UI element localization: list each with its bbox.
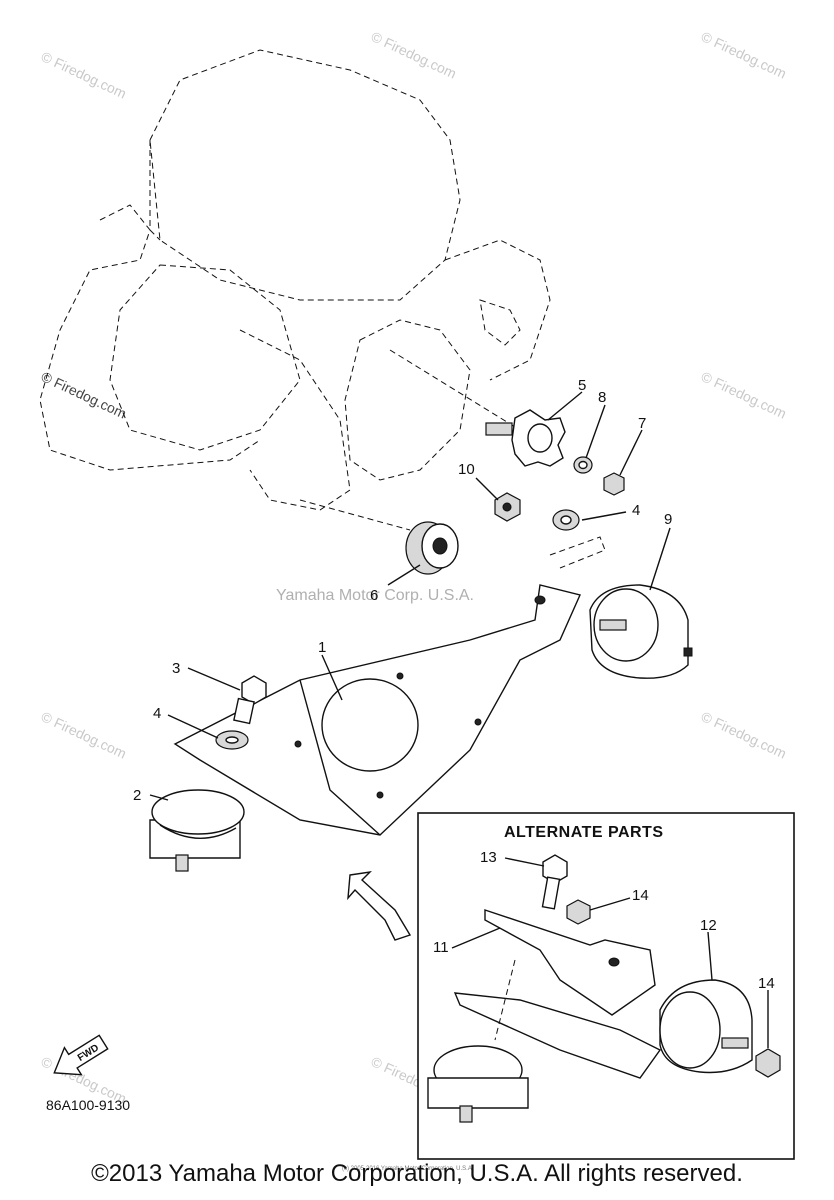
watermark-firedog: © Firedog.com [699, 28, 789, 81]
part-2-rubber-mount [149, 789, 245, 872]
alt-part-11-bracket [484, 909, 656, 1016]
watermark-firedog: © Firedog.com [39, 48, 129, 101]
part-8-washer-hole [578, 460, 588, 470]
callout-14-upper: 14 [632, 887, 649, 904]
watermark-yamaha: Yamaha Motor Corp. U.S.A. [276, 587, 474, 604]
callout-13: 13 [480, 849, 497, 866]
alt-part-12-stud [721, 1037, 749, 1049]
watermark-firedog: © Firedog.com [699, 368, 789, 421]
callout-5: 5 [578, 377, 586, 394]
fwd-arrow-shape [53, 1034, 109, 1076]
part-9-rubber-mount [589, 584, 693, 679]
alt-part-14-nut-upper [566, 899, 591, 925]
part-10-nut-hole [502, 502, 512, 512]
watermark-firedog: © Firedog.com [699, 708, 789, 761]
callout-14-lower: 14 [758, 975, 775, 992]
leader-lines [149, 391, 671, 801]
part-7-nut [603, 472, 625, 496]
alt-part-12-mount-face [659, 991, 721, 1069]
callout-8: 8 [598, 389, 606, 406]
callout-labels: 1 2 3 4 4 5 6 7 8 9 10 [133, 377, 672, 804]
alt-part-14-nut-lower [755, 1048, 781, 1078]
callout-2: 2 [133, 787, 141, 804]
alt-rubber-mount-body [427, 1077, 529, 1109]
callout-7: 7 [638, 415, 646, 432]
watermark-firedog: © Firedog.com [39, 708, 129, 761]
alternate-parts-box: ALTERNATE PARTS 13 14 11 12 14 [417, 812, 795, 1160]
callout-4-left: 4 [153, 705, 161, 722]
callout-9: 9 [664, 511, 672, 528]
callout-1: 1 [318, 639, 326, 656]
callout-3: 3 [172, 660, 180, 677]
callout-6: 6 [370, 587, 378, 604]
alt-rubber-mount-stud [459, 1105, 473, 1123]
callout-4-right: 4 [632, 502, 640, 519]
callout-12: 12 [700, 917, 717, 934]
part-6-bushing [405, 521, 459, 575]
part-4-washer-right-hole [560, 515, 572, 525]
watermark-firedog: © Firedog.com [369, 28, 459, 81]
part-4-washer-left-hole [225, 736, 239, 744]
callout-11: 11 [433, 939, 449, 956]
alt-part-11-bracket-hole [608, 957, 620, 967]
alt-part-13-bolt-head [542, 854, 568, 884]
engine-outline [39, 49, 551, 531]
part-1-bracket-plate [173, 584, 581, 836]
alt-dash-line [494, 959, 516, 1041]
copyright-notice: ©2013 Yamaha Motor Corporation, U.S.A. A… [91, 1160, 743, 1187]
diagram-code: 86A100-9130 [46, 1097, 130, 1113]
part-3-bolt [233, 675, 267, 725]
callout-10: 10 [458, 461, 475, 478]
part-5-star-nut [485, 409, 566, 467]
alt-lower-plate [453, 992, 662, 1079]
direction-arrow [347, 870, 412, 941]
alt-part-13-bolt-shank [541, 876, 561, 910]
tiny-notice: (c) 2005-2016 Yamaha Motor Corporation, … [342, 1166, 474, 1172]
watermark-firedog-dark: © Firedog.com [39, 368, 129, 421]
alternate-parts-title: ALTERNATE PARTS [504, 824, 664, 841]
